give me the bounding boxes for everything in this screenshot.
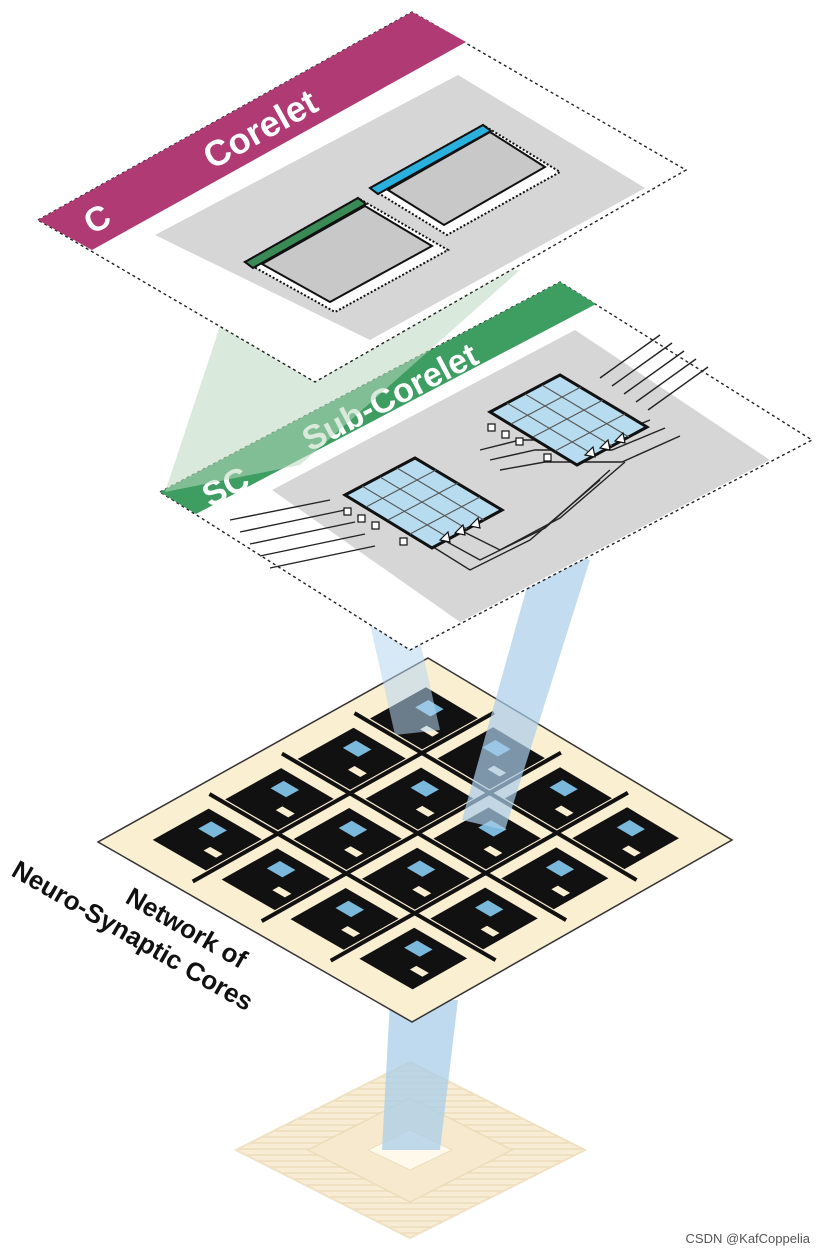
core-block: [152, 808, 262, 871]
core-block: [572, 807, 679, 870]
neuron-markers: [343, 423, 626, 546]
core-block-gap: [483, 845, 503, 857]
core-block-grid-cell: [338, 820, 368, 838]
core-block: [225, 768, 334, 831]
core-block-grid-cell: [266, 861, 296, 878]
core-block-grid-cell: [410, 780, 439, 797]
core-block-gap: [272, 886, 292, 898]
core-block-grid-cell: [616, 820, 645, 837]
core-block: [297, 727, 406, 790]
core-block: [290, 888, 399, 950]
core-block: [501, 847, 609, 910]
core-block-gap: [554, 805, 574, 817]
core-block-grid-cell: [198, 821, 227, 838]
routing-line: [280, 751, 568, 922]
core-block-gap: [551, 885, 571, 897]
core-block-grid-cell: [545, 860, 575, 877]
core-block-gap: [480, 925, 500, 937]
core-block-grid-cell: [549, 780, 578, 797]
core-block-grid-cell: [335, 900, 365, 918]
core-block-gap: [412, 885, 432, 897]
core-block-grid-cell: [270, 780, 300, 798]
core-block-gap: [341, 926, 361, 938]
core-block-gap: [275, 806, 295, 818]
core-block-gap: [409, 965, 429, 977]
sub-corelet-box-left: [242, 196, 451, 314]
routing-line: [191, 710, 495, 884]
core-block-gap: [203, 846, 223, 858]
routing-line: [329, 790, 629, 963]
core-block: [504, 767, 612, 830]
core-block-grid-cell: [404, 940, 433, 957]
core-block-grid-cell: [475, 900, 504, 917]
core-block-gap: [622, 845, 641, 857]
core-block: [430, 887, 538, 950]
sub-corelet-box-right: [368, 123, 562, 237]
core-block-gap: [344, 846, 363, 858]
core-block: [359, 927, 468, 990]
projection-beam-chip: [382, 1000, 458, 1150]
corelet-band: [38, 12, 466, 250]
routing-line: [208, 792, 497, 962]
core-block-gap: [415, 805, 435, 817]
projection-beam-right: [462, 540, 590, 830]
watermark: CSDN @KafCoppelia: [685, 1231, 810, 1246]
core-block: [361, 847, 470, 910]
core-block: [221, 848, 331, 911]
core-block-grid-cell: [406, 860, 436, 877]
core-block: [293, 807, 402, 870]
core-block: [365, 767, 474, 830]
core-block-grid-cell: [342, 740, 372, 757]
core-block-gap: [347, 766, 367, 777]
core-block: [433, 807, 541, 870]
corelet-panel: C Corelet: [36, 11, 688, 383]
